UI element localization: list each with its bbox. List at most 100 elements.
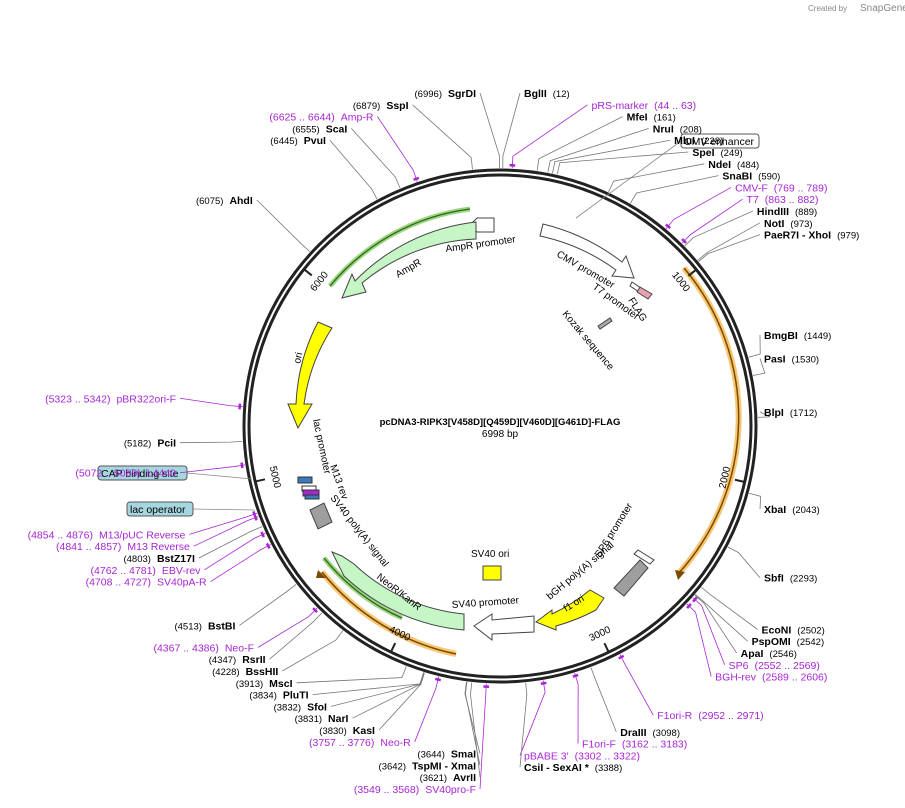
enzyme-site-label[interactable]: (3642)TspMI - XmaI: [379, 760, 477, 772]
feature-sv40-promoter[interactable]: [473, 613, 535, 642]
enzyme-name: DraIII: [620, 727, 646, 739]
enzyme-position: (161): [654, 113, 676, 124]
enzyme-site-label[interactable]: BglII(12): [524, 88, 570, 100]
primer-site-label[interactable]: CMV-F(769 .. 789): [735, 182, 827, 194]
enzyme-site-label[interactable]: (6996)SgrDI: [415, 88, 477, 100]
primer-site-label[interactable]: (4841 .. 4857)M13 Reverse: [56, 541, 190, 553]
primer-site-label[interactable]: (3757 .. 3776)Neo-R: [309, 737, 411, 749]
primer-site-label[interactable]: F1ori-F(3162 .. 3183): [582, 739, 687, 751]
feature-sp6-promoter[interactable]: [633, 549, 655, 565]
enzyme-site-label[interactable]: NdeI(484): [708, 159, 759, 171]
enzyme-site-label[interactable]: XbaI(2043): [764, 504, 820, 516]
enzyme-name: BstBI: [208, 620, 236, 632]
enzyme-site-label[interactable]: (3913)MscI: [236, 678, 293, 690]
enzyme-name: SgrDI: [448, 88, 476, 100]
enzyme-site-label[interactable]: CsiI - SexAI *(3388): [524, 762, 622, 774]
credit-created-by: Created by: [808, 4, 847, 13]
enzyme-site-label[interactable]: (4228)BssHII: [212, 666, 278, 678]
primer-site-label[interactable]: BGH-rev(2589 .. 2606): [715, 672, 827, 684]
primer-leader: [692, 597, 725, 665]
tick-mark: [255, 478, 266, 483]
boxed-lac-operator-label: lac operator: [130, 504, 186, 516]
primer-site-label[interactable]: (6625 .. 6644)Amp-R: [269, 112, 373, 124]
feature-ori[interactable]: [287, 321, 333, 430]
feature-lac-operator[interactable]: [304, 494, 320, 500]
tick-mark: [390, 642, 397, 652]
enzyme-site-label[interactable]: SnaBI(590): [722, 171, 780, 183]
enzyme-position: (3913): [236, 679, 263, 690]
primer-leader: [519, 680, 546, 756]
boxed-cmv-enhancer[interactable]: CMV enhancer: [680, 133, 760, 149]
primer-site-label[interactable]: SP6(2552 .. 2569): [729, 660, 820, 672]
feature-sv40-ori[interactable]: [482, 565, 502, 581]
enzyme-site-label[interactable]: PasI(1530): [764, 353, 819, 365]
feature-bgh-polya[interactable]: [613, 559, 649, 597]
primer-mark: [665, 223, 671, 230]
enzyme-site-label[interactable]: (3831)NarI: [295, 713, 349, 725]
enzyme-name: BssHII: [246, 666, 279, 678]
primer-site-label[interactable]: pRS-marker(44 .. 63): [592, 100, 697, 112]
enzyme-site-label[interactable]: PspOMI(2542): [752, 636, 825, 648]
enzyme-site-label[interactable]: DraIII (3098): [620, 727, 680, 739]
primer-site-label[interactable]: (5323 .. 5342)pBR322ori-F: [45, 393, 176, 405]
enzyme-site-label[interactable]: MfeI(161): [627, 112, 676, 124]
primer-site-label[interactable]: (4762 .. 4781)EBV-rev: [91, 565, 202, 577]
enzyme-position: (1449): [804, 331, 831, 342]
tick-mark: [603, 642, 610, 652]
enzyme-site-label[interactable]: (3832)SfoI: [274, 701, 327, 713]
enzyme-site-label[interactable]: (6075)AhdI: [196, 195, 253, 207]
enzyme-name: NruI: [653, 123, 674, 135]
feature-f1-ori[interactable]: [534, 589, 605, 631]
enzyme-site-label[interactable]: (4513)BstBI: [174, 620, 235, 632]
enzyme-site-label[interactable]: ApaI(2546): [741, 648, 797, 660]
enzyme-name: RsrII: [242, 654, 265, 666]
enzyme-site-label[interactable]: (3834)PluTI: [249, 690, 308, 702]
primer-site-label[interactable]: (3549 .. 3568)SV40pro-F: [354, 784, 476, 796]
enzyme-position: (3098): [653, 728, 680, 739]
boxed-lac-operator[interactable]: lac operator: [126, 501, 194, 517]
primer-name: pBABE 3': [524, 750, 569, 762]
credit-brand: SnapGene: [860, 3, 905, 14]
primer-site-label[interactable]: (5072 .. 5089)L4440: [75, 468, 176, 480]
enzyme-name: EcoNI: [762, 624, 792, 636]
enzyme-site-label[interactable]: (4347)RsrII: [209, 654, 266, 666]
enzyme-site-label[interactable]: (6879)SspI: [353, 100, 409, 112]
boxed-cap-site[interactable]: CAP binding site: [97, 465, 188, 481]
feature-kozak[interactable]: [597, 317, 613, 330]
enzyme-site-label[interactable]: (5182)PciI: [124, 438, 176, 450]
enzyme-name: AhdI: [229, 195, 252, 207]
enzyme-site-label[interactable]: (3830)KasI: [319, 725, 375, 737]
enzyme-site-label[interactable]: MluI(228): [674, 135, 723, 147]
primer-site-label[interactable]: T7(863 .. 882): [747, 194, 819, 206]
feature-sv40-polya[interactable]: [309, 502, 333, 530]
enzyme-site-label[interactable]: (3621)AvrII: [420, 772, 477, 784]
enzyme-site-label[interactable]: (6555)ScaI: [292, 123, 347, 135]
enzyme-site-label[interactable]: (4803)BstZ17I: [123, 553, 194, 565]
feature-neor-kanr[interactable]: [330, 551, 465, 631]
primer-site-label[interactable]: (4367 .. 4386)Neo-F: [153, 642, 254, 654]
enzyme-site-label[interactable]: EcoNI(2502): [762, 624, 825, 636]
enzyme-site-label[interactable]: SbfI(2293): [764, 573, 817, 585]
primer-site-label[interactable]: (4708 .. 4727)SV40pA-R: [86, 577, 207, 589]
enzyme-site-label[interactable]: BlpI(1712): [764, 407, 817, 419]
enzyme-name: NarI: [328, 713, 349, 725]
tick-mark: [734, 478, 744, 483]
site-labels: (6996)SgrDI (6879)SspI(6625 .. 6644)Amp-R…: [28, 88, 860, 796]
enzyme-site-label[interactable]: BmgBI(1449): [764, 330, 831, 342]
enzyme-site-label[interactable]: (3644)SmaI: [417, 749, 476, 761]
primer-site-label[interactable]: (4854 .. 4876)M13/pUC Reverse: [28, 529, 186, 541]
feature-cap-site[interactable]: [297, 476, 313, 484]
enzyme-site-label[interactable]: (6445)PvuI: [270, 135, 326, 147]
feature-flag[interactable]: [636, 286, 653, 300]
enzyme-site-label[interactable]: PaeR7I - XhoI(979): [764, 230, 859, 242]
enzyme-name: TspMI - XmaI: [412, 760, 476, 772]
enzyme-site-label[interactable]: NruI(208): [653, 123, 702, 135]
feature-ampr[interactable]: [341, 221, 477, 299]
primer-site-label[interactable]: pBABE 3'(3302 .. 3322): [524, 750, 640, 762]
enzyme-site-label[interactable]: SpeI(249): [692, 147, 742, 159]
enzyme-site-label[interactable]: HindIII(889): [757, 206, 817, 218]
enzyme-site-label[interactable]: NotI(973): [764, 218, 813, 230]
feature-cmv-promoter[interactable]: [539, 223, 635, 279]
primer-site-label[interactable]: F1ori-R(2952 .. 2971): [657, 710, 763, 722]
enzyme-leader: [464, 681, 481, 754]
